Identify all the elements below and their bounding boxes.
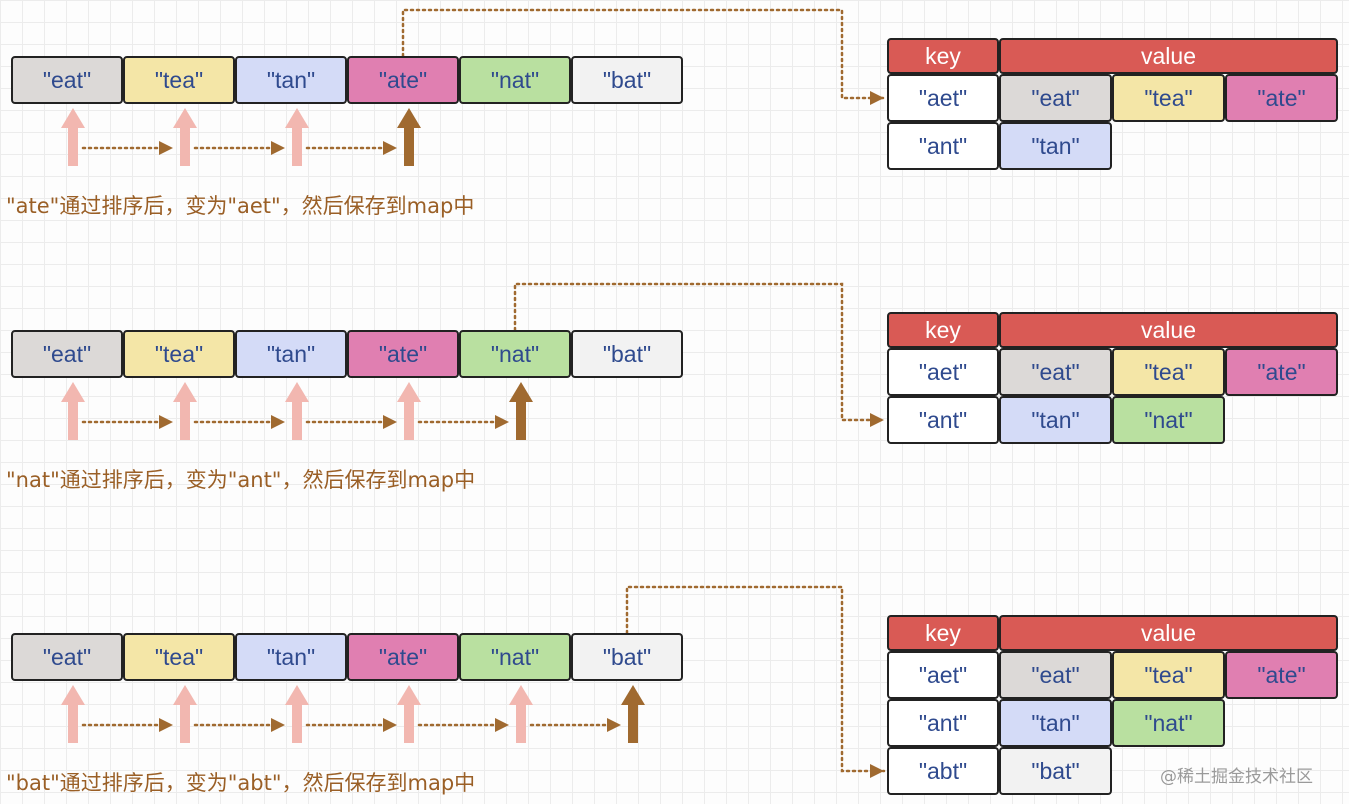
visited-pointer-arrow [173,382,197,440]
visited-pointer-arrow [397,382,421,440]
map-key-cell: "aet" [887,348,999,396]
map-key-cell: "ant" [887,699,999,747]
array-cell-tea: "tea" [123,330,235,378]
current-pointer-arrow [621,685,645,743]
visited-pointer-arrow [285,382,309,440]
map-value-cell: "tan" [999,396,1112,444]
step-caption: "nat"通过排序后，变为"ant"，然后保存到map中 [6,468,476,492]
map-value-cell: "tan" [999,699,1112,747]
map-value-cell: "ate" [1225,74,1338,122]
current-pointer-arrow [397,108,421,166]
step-arrow [417,415,511,429]
map-key-cell: "aet" [887,651,999,699]
step-arrow [417,718,511,732]
array-cell-eat: "eat" [11,56,123,104]
step-arrow [81,141,175,155]
step-arrow [193,141,287,155]
map-header-key: key [887,615,999,651]
map-value-cell: "tea" [1112,74,1225,122]
step-arrow [81,718,175,732]
map-value-cell: "tan" [999,122,1112,170]
map-value-cell: "tea" [1112,348,1225,396]
map-key-cell: "ant" [887,396,999,444]
array-cell-eat: "eat" [11,633,123,681]
map-value-cell: "bat" [999,747,1112,795]
array-cell-nat: "nat" [459,56,571,104]
visited-pointer-arrow [61,382,85,440]
insert-connector-arrow [513,282,886,427]
map-value-cell: "eat" [999,74,1112,122]
array-cell-ate: "ate" [347,330,459,378]
step-arrow [305,141,399,155]
step-arrow [193,718,287,732]
visited-pointer-arrow [509,685,533,743]
visited-pointer-arrow [61,108,85,166]
visited-pointer-arrow [397,685,421,743]
array-cell-bat: "bat" [571,330,683,378]
visited-pointer-arrow [285,108,309,166]
array-cell-bat: "bat" [571,56,683,104]
map-header-key: key [887,312,999,348]
step-arrow [81,415,175,429]
array-cell-ate: "ate" [347,56,459,104]
map-header-value: value [999,312,1338,348]
step-arrow [193,415,287,429]
map-key-cell: "ant" [887,122,999,170]
visited-pointer-arrow [61,685,85,743]
insert-connector-arrow [401,8,886,105]
map-header-key: key [887,38,999,74]
step-arrow [305,415,399,429]
map-value-cell: "ate" [1225,651,1338,699]
map-value-cell: "nat" [1112,396,1225,444]
map-value-cell: "tea" [1112,651,1225,699]
array-cell-tea: "tea" [123,633,235,681]
array-cell-nat: "nat" [459,633,571,681]
array-cell-bat: "bat" [571,633,683,681]
map-header-value: value [999,615,1338,651]
step-caption: "ate"通过排序后，变为"aet"，然后保存到map中 [6,194,475,218]
map-key-cell: "abt" [887,747,999,795]
array-cell-ate: "ate" [347,633,459,681]
map-key-cell: "aet" [887,74,999,122]
visited-pointer-arrow [173,685,197,743]
step-arrow [305,718,399,732]
array-cell-eat: "eat" [11,330,123,378]
insert-connector-arrow [625,585,886,778]
watermark: @稀土掘金技术社区 [1160,767,1313,787]
map-header-value: value [999,38,1338,74]
current-pointer-arrow [509,382,533,440]
map-value-cell: "ate" [1225,348,1338,396]
map-value-cell: "eat" [999,348,1112,396]
array-cell-tan: "tan" [235,330,347,378]
array-cell-tan: "tan" [235,633,347,681]
visited-pointer-arrow [173,108,197,166]
map-value-cell: "nat" [1112,699,1225,747]
step-arrow [529,718,623,732]
visited-pointer-arrow [285,685,309,743]
array-cell-nat: "nat" [459,330,571,378]
step-caption: "bat"通过排序后，变为"abt"，然后保存到map中 [6,771,476,795]
map-value-cell: "eat" [999,651,1112,699]
array-cell-tan: "tan" [235,56,347,104]
array-cell-tea: "tea" [123,56,235,104]
